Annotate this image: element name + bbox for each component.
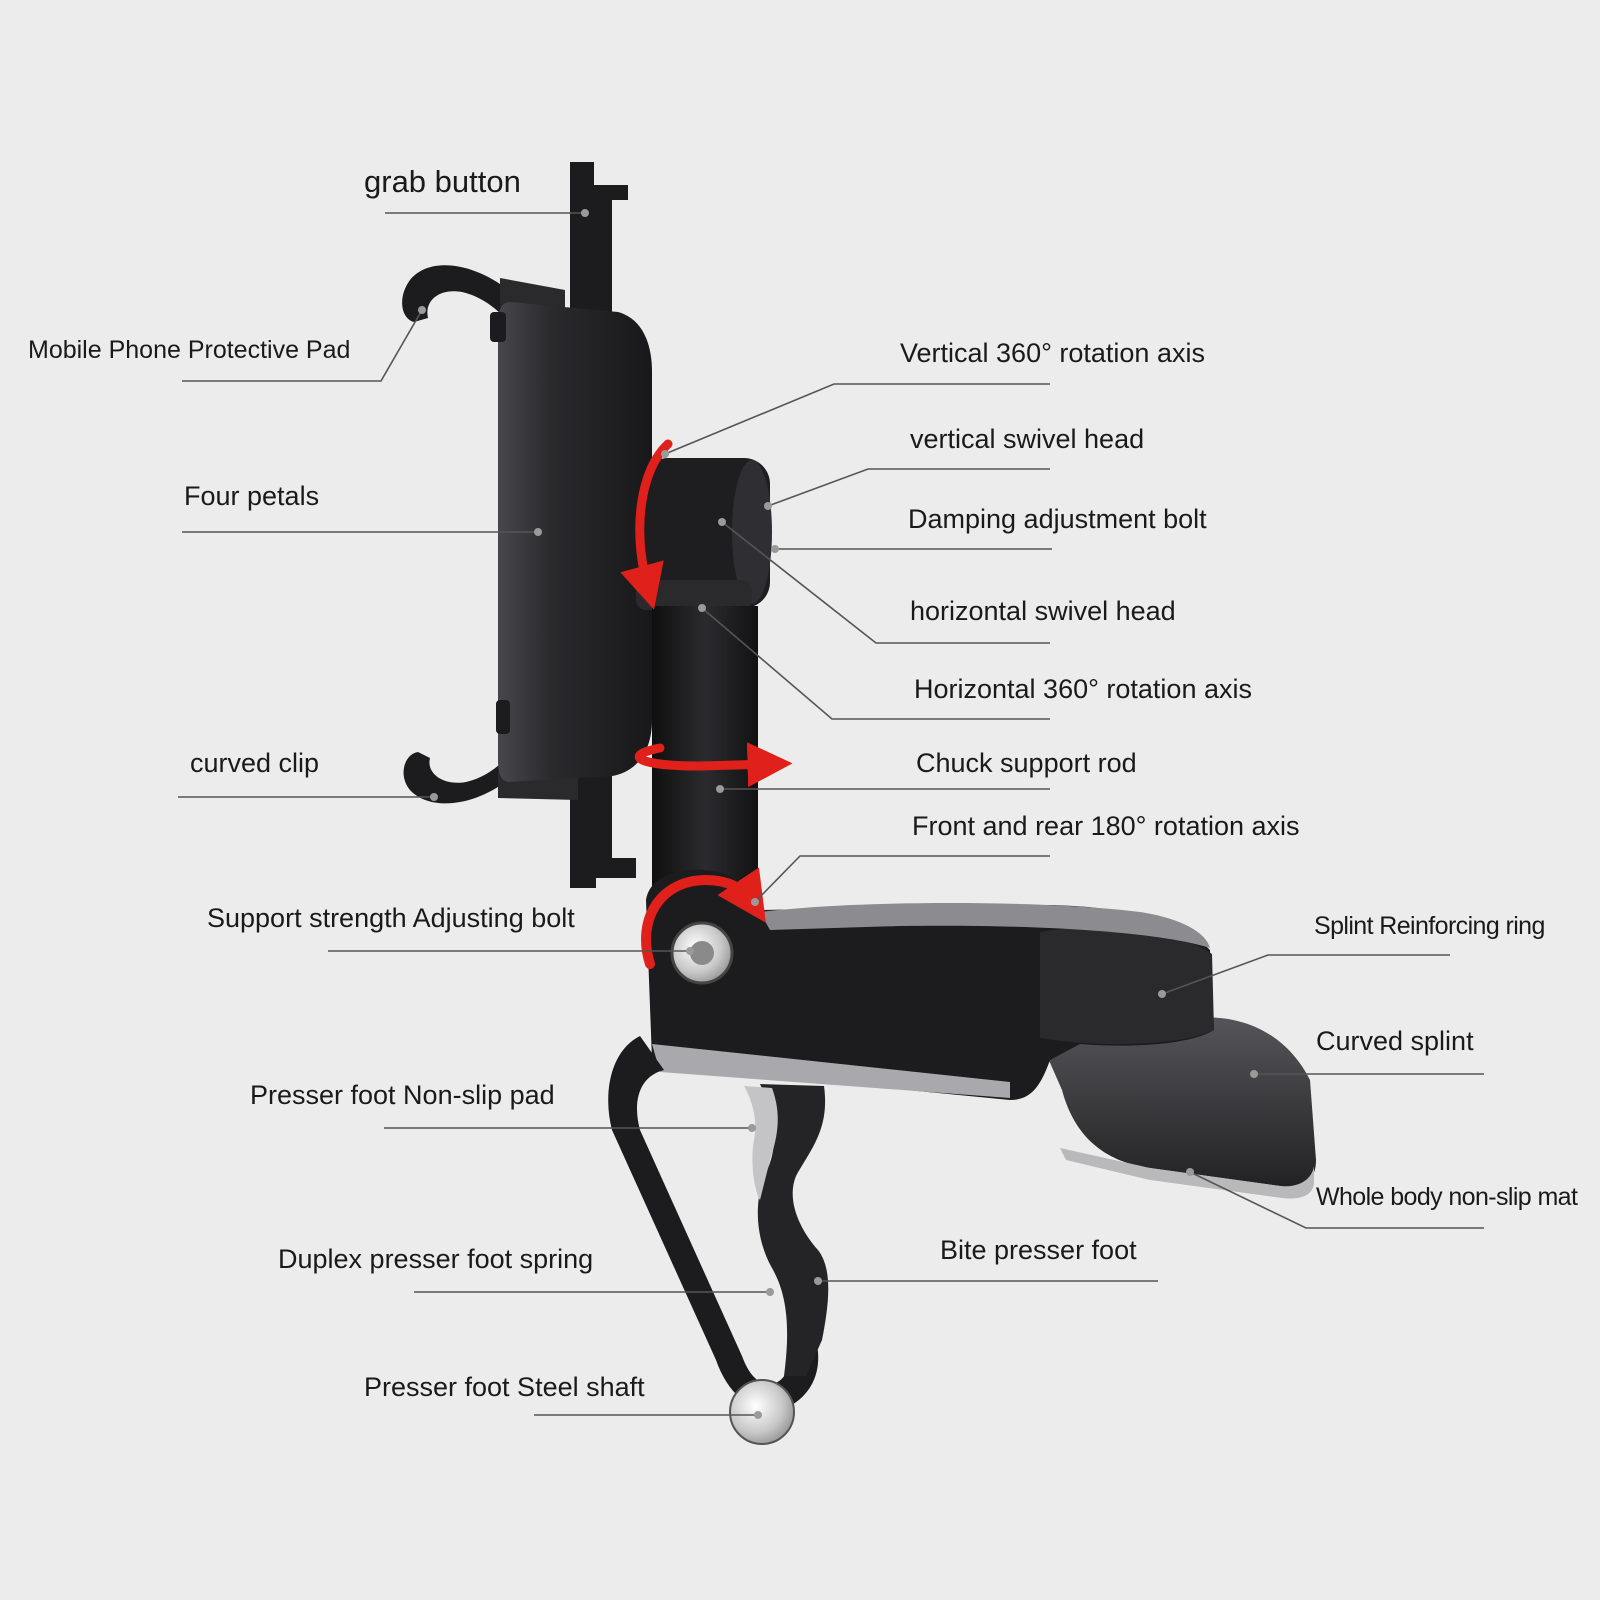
label-duplex-presser-foot-spring: Duplex presser foot spring xyxy=(278,1244,594,1274)
curved-splint xyxy=(1040,1017,1316,1187)
upper-curved-clip xyxy=(402,265,522,340)
vertical-rotation-arrow xyxy=(620,439,673,610)
leader-vertical-360-rotation-axis xyxy=(664,383,1050,455)
label-grab-button: grab button xyxy=(364,164,521,199)
front-rear-rotation-arrow xyxy=(641,867,766,969)
label-vertical-360-rotation-axis: Vertical 360° rotation axis xyxy=(900,338,1205,368)
label-curved-splint: Curved splint xyxy=(1316,1026,1474,1056)
leader-mobile-phone-protective-pad xyxy=(182,309,423,382)
grab-arm-top xyxy=(570,162,628,330)
label-presser-foot-non-slip-pad: Presser foot Non-slip pad xyxy=(250,1080,555,1110)
leader-horizontal-swivel-head xyxy=(721,521,1050,644)
label-whole-body-non-slip-mat: Whole body non-slip mat xyxy=(1316,1183,1578,1211)
label-four-petals: Four petals xyxy=(184,481,320,511)
label-presser-foot-steel-shaft: Presser foot Steel shaft xyxy=(364,1372,645,1402)
bolt-rim xyxy=(670,921,734,985)
holder-side-tab-bottom xyxy=(496,700,510,734)
label-horizontal-360-rotation-axis: Horizontal 360° rotation axis xyxy=(914,674,1252,704)
bolt-center xyxy=(690,941,714,965)
leader-front-and-rear-180-rotation-axis xyxy=(754,855,1050,903)
leader-whole-body-non-slip-mat xyxy=(1189,1171,1484,1229)
swivel-collar xyxy=(636,580,752,610)
label-curved-clip: curved clip xyxy=(190,748,320,778)
horizontal-rotation-arrow xyxy=(634,742,793,788)
leader-horizontal-360-rotation-axis xyxy=(701,607,1050,720)
swivel-head-end-cap xyxy=(732,460,772,604)
leader-vertical-swivel-head xyxy=(767,468,1050,507)
holder-back-plate xyxy=(498,302,652,782)
label-horizontal-swivel-head: horizontal swivel head xyxy=(910,596,1176,626)
leader-lines xyxy=(178,212,1484,1416)
label-support-strength-adjusting-bolt: Support strength Adjusting bolt xyxy=(207,903,575,933)
label-splint-reinforcing-ring: Splint Reinforcing ring xyxy=(1314,912,1545,940)
label-chuck-support-rod: Chuck support rod xyxy=(916,748,1137,778)
label-vertical-swivel-head: vertical swivel head xyxy=(910,424,1145,454)
splint-ring-highlight xyxy=(760,903,1210,948)
label-bite-presser-foot: Bite presser foot xyxy=(940,1235,1137,1265)
leader-dots xyxy=(418,209,1258,1419)
chuck-support-rod xyxy=(652,606,758,906)
label-damping-adjustment-bolt: Damping adjustment bolt xyxy=(908,504,1207,534)
lower-curved-clip xyxy=(403,740,520,804)
splint-reinforcing-ring xyxy=(1040,927,1214,1045)
label-mobile-phone-protective-pad: Mobile Phone Protective Pad xyxy=(28,336,351,364)
presser-foot-steel-shaft xyxy=(730,1380,794,1444)
steel-shaft-rim xyxy=(729,1379,795,1445)
label-front-and-rear-180-rotation-axis: Front and rear 180° rotation axis xyxy=(912,811,1300,841)
holder-side-tab-top xyxy=(490,312,506,342)
leader-splint-reinforcing-ring xyxy=(1161,954,1450,995)
presser-foot-non-slip-pad xyxy=(652,1044,1010,1098)
duplex-presser-foot-spring xyxy=(744,1086,778,1200)
bite-presser-foot xyxy=(757,1084,829,1376)
